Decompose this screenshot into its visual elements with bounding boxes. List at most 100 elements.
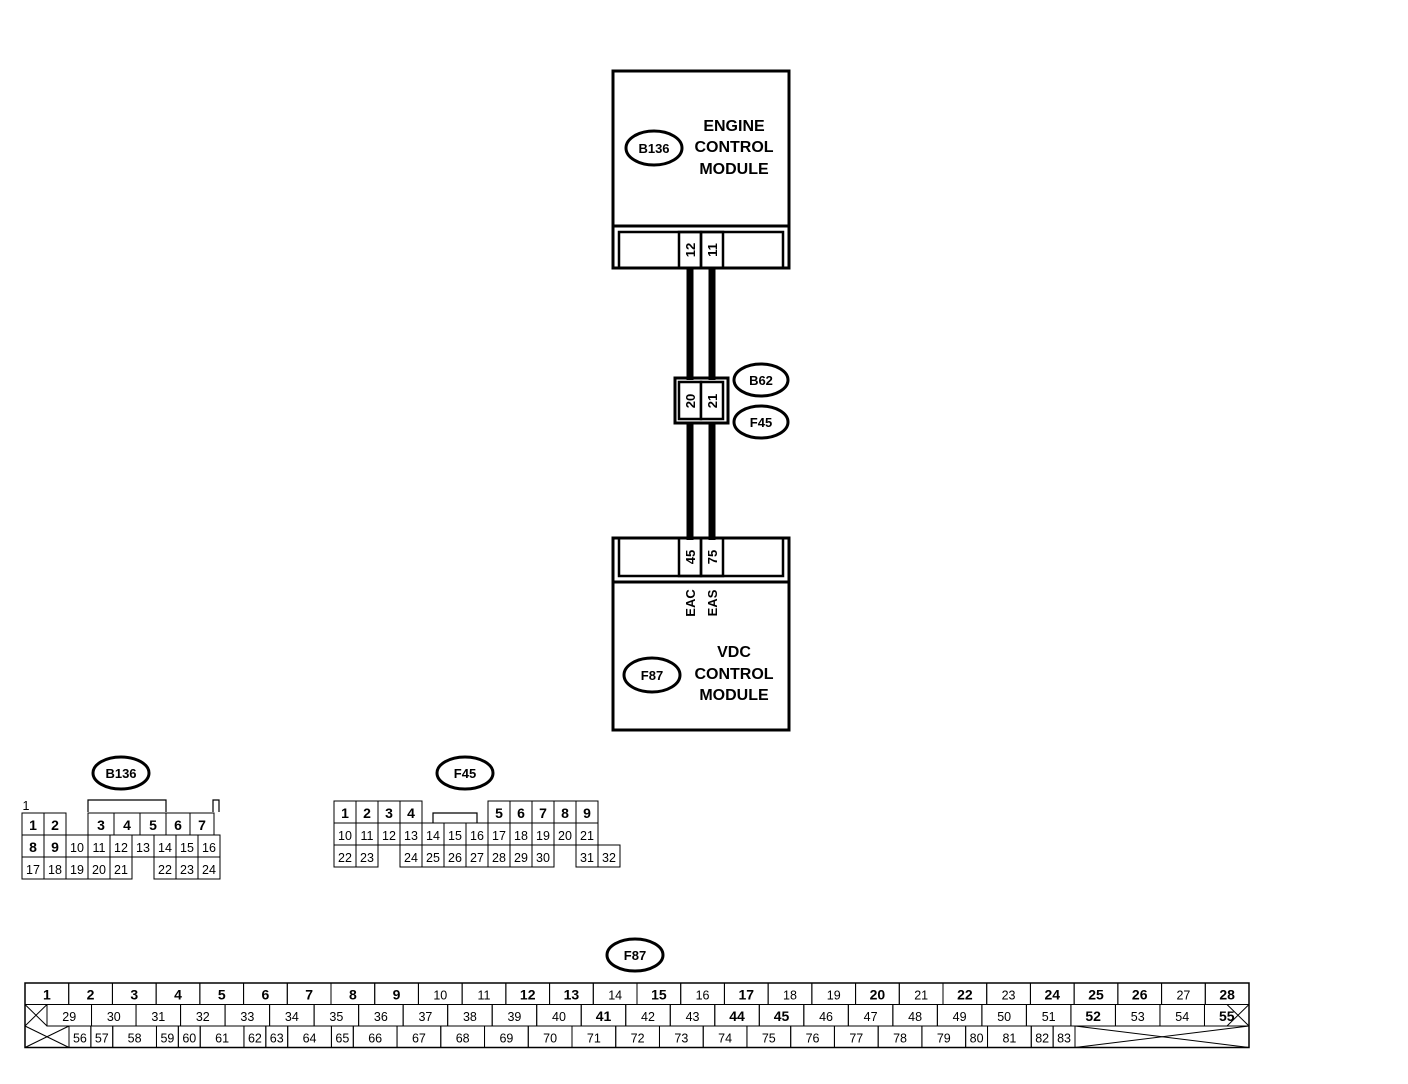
f87-blank-cross	[1074, 1025, 1250, 1048]
b136-pin-label: 6	[174, 817, 182, 833]
joint-pin-label-21: 21	[705, 394, 720, 408]
f87-pin-label: 16	[696, 989, 710, 1003]
f45-pin-label: 2	[363, 805, 371, 821]
f87-pin-label: 31	[151, 1010, 165, 1024]
f45-pin-label: 4	[407, 805, 415, 821]
b136-right-key	[212, 799, 220, 812]
f45-pin-label: 19	[536, 829, 550, 843]
f87-pin-label: 63	[270, 1032, 284, 1046]
f87-pin-label: 29	[62, 1010, 76, 1024]
f45-top-key	[432, 812, 478, 823]
b136-cell	[197, 856, 221, 880]
f87-pin-label: 44	[729, 1008, 745, 1024]
f87-pin-label: 12	[520, 987, 536, 1003]
f87-pin-label: 77	[849, 1032, 863, 1046]
f87-pin-label: 64	[303, 1032, 317, 1046]
f87-pin-label: 78	[893, 1032, 907, 1046]
f87-pin-label: 52	[1085, 1008, 1101, 1024]
f87-pin-label: 28	[1219, 987, 1235, 1003]
b136-pin-label: 19	[70, 863, 84, 877]
engine-module-code: B136	[638, 141, 669, 156]
b136-pin-label: 20	[92, 863, 106, 877]
joint-code-f45: F45	[750, 415, 772, 430]
f45-pin-label: 27	[470, 851, 484, 865]
f87-pin-label: 32	[196, 1010, 210, 1024]
f45-pin-label: 11	[361, 829, 374, 843]
f87-pin-label: 26	[1132, 987, 1148, 1003]
f87-pin-label: 18	[783, 989, 797, 1003]
f87-pin-label: 42	[641, 1010, 655, 1024]
f45-pin-label: 1	[341, 805, 349, 821]
f87-pin-label: 17	[738, 987, 754, 1003]
vdc-module-name-line-1: VDC	[717, 644, 751, 661]
f87-pin-label: 83	[1057, 1032, 1071, 1046]
f87-pin-label: 79	[937, 1032, 951, 1046]
f45-pin-label: 20	[558, 829, 572, 843]
f45-pin-label: 31	[580, 851, 594, 865]
b136-pin-label: 16	[202, 841, 216, 855]
b136-pin-label: 15	[180, 841, 194, 855]
engine-module-code-oval	[624, 129, 684, 167]
f87-blank-cross	[1226, 1004, 1250, 1027]
f87-pin-label: 73	[674, 1032, 688, 1046]
vdc-module-code-oval	[622, 656, 682, 694]
f87-pin-label: 35	[329, 1010, 343, 1024]
f45-pin-label: 15	[448, 829, 462, 843]
f87-pin-label: 47	[864, 1010, 878, 1024]
b136-pin-label: 13	[136, 841, 150, 855]
f87-pin-label: 61	[215, 1032, 229, 1046]
f87-pin-label: 37	[418, 1010, 432, 1024]
f87-pin-label: 43	[686, 1010, 700, 1024]
f45-code: F45	[454, 766, 476, 781]
joint-pin-label-20: 20	[683, 394, 698, 408]
b136-cell	[109, 856, 133, 880]
f87-blank-cross	[24, 1025, 70, 1048]
f87-pin-label: 66	[368, 1032, 382, 1046]
b136-pin-label: 23	[180, 863, 194, 877]
f87-pin-label: 76	[806, 1032, 820, 1046]
b136-pin-label: 4	[123, 817, 131, 833]
f87-pin-label: 6	[262, 987, 270, 1003]
f87-pin-label: 3	[130, 987, 138, 1003]
f87-pin-label: 71	[587, 1032, 601, 1046]
joint-connector: 20 21 B62 F45	[673, 362, 790, 440]
f45-pin-label: 9	[583, 805, 591, 821]
f45-pin-label: 16	[470, 829, 484, 843]
b136-pin-label: 5	[149, 817, 157, 833]
f87-pin-label: 4	[174, 987, 182, 1003]
f87-pin-label: 57	[95, 1032, 109, 1046]
b136-pin-label: 17	[26, 863, 40, 877]
f87-pin-label: 53	[1131, 1010, 1145, 1024]
vdc-signal-eac: EAC	[683, 589, 698, 617]
vdc-module-code: F87	[641, 668, 663, 683]
f87-pin-label: 19	[827, 989, 841, 1003]
f45-pin-label: 8	[561, 805, 569, 821]
f87-pin-label: 65	[335, 1032, 349, 1046]
joint-code-b62: B62	[749, 373, 773, 388]
f87-pin-label: 81	[1002, 1032, 1016, 1046]
f87-pin-label: 22	[957, 987, 973, 1003]
f87-pin-label: 50	[997, 1010, 1011, 1024]
joint-code-oval-f45	[732, 404, 790, 440]
b136-code: B136	[105, 766, 136, 781]
b136-pin-label: 9	[51, 839, 59, 855]
f87-pin-label: 40	[552, 1010, 566, 1024]
f87-pin-label: 33	[240, 1010, 254, 1024]
b136-pin-label: 10	[70, 841, 84, 855]
engine-pin-label-12: 12	[683, 243, 698, 257]
vdc-pin-label-45: 45	[683, 550, 698, 564]
f87-code: F87	[624, 948, 646, 963]
f87-pin-label: 7	[305, 987, 313, 1003]
engine-module-name-line-3: MODULE	[699, 161, 769, 178]
f45-pin-label: 18	[514, 829, 528, 843]
f45-cell	[531, 844, 555, 868]
f87-pin-label: 24	[1044, 987, 1060, 1003]
f87-pin-label: 1	[43, 987, 51, 1003]
vdc-control-module: 45 75 EAC EAS F87 VDC CONTROL MODULE	[611, 536, 791, 732]
f87-pin-label: 13	[564, 987, 580, 1003]
engine-module-name-line-2: CONTROL	[694, 139, 773, 156]
f87-pin-label: 45	[774, 1008, 790, 1024]
